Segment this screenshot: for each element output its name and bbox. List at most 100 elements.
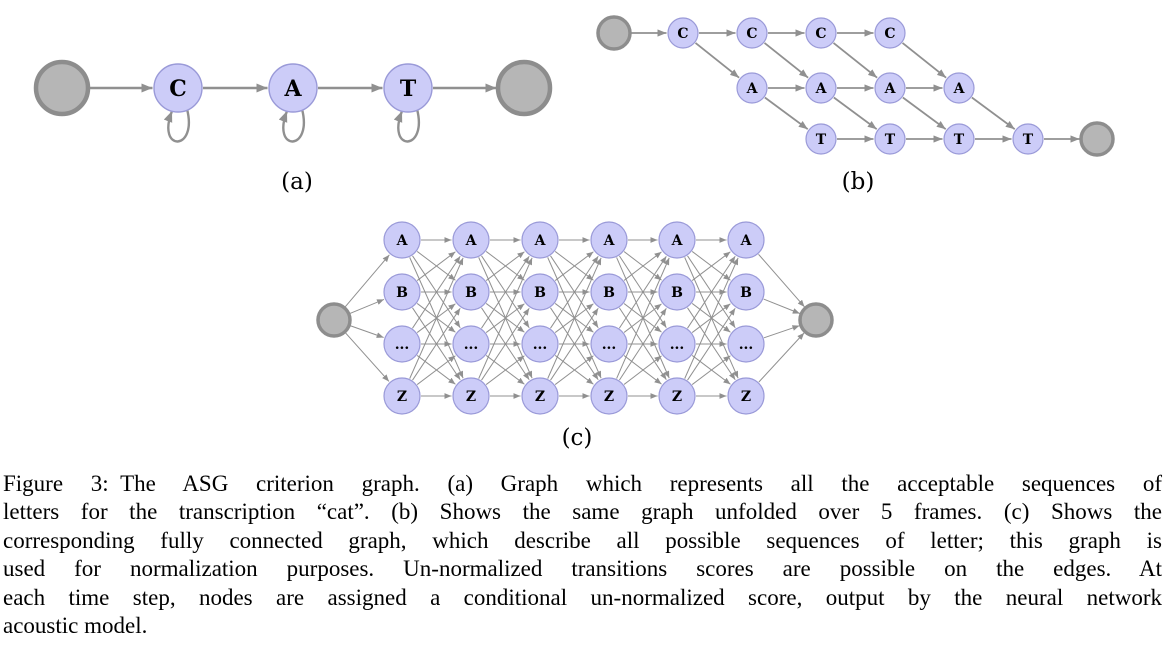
letter-node-A5: A xyxy=(658,221,696,259)
caption-line-5: each time step, nodes are assigned a con… xyxy=(3,584,1162,610)
graph-edge xyxy=(344,254,390,308)
node-label: ... xyxy=(670,337,685,353)
self-loop-edge xyxy=(163,108,190,143)
node-label: C xyxy=(677,26,688,42)
node-label: B xyxy=(534,285,546,301)
edge-layer-a xyxy=(89,83,497,143)
letter-node-B6: B xyxy=(727,273,765,311)
caption-line-4: used for normalization purposes. Un-norm… xyxy=(3,556,1162,582)
graph-edge xyxy=(623,355,662,385)
graph-edge xyxy=(758,332,805,383)
node-label: A xyxy=(283,76,302,102)
node-label: T xyxy=(885,132,896,148)
caption-line-3: corresponding fully connected graph, whi… xyxy=(3,527,1162,553)
caption-line-2: letters for the transcription “cat”. (b)… xyxy=(3,499,1162,525)
graph-edge xyxy=(618,308,667,381)
node-label: C xyxy=(169,76,187,102)
terminal-node xyxy=(495,59,553,117)
graph-edge xyxy=(547,257,602,379)
letter-node-D5: ... xyxy=(658,325,696,363)
graph-edge xyxy=(691,355,731,385)
graph-edge xyxy=(684,257,739,379)
self-loop-edge xyxy=(393,108,420,143)
letter-node-Z5: Z xyxy=(658,377,696,415)
graph-edge xyxy=(832,42,878,79)
graph-edge xyxy=(687,255,736,329)
node-label: B xyxy=(740,285,752,301)
terminal-node xyxy=(33,59,91,117)
terminal-node xyxy=(1079,121,1115,157)
letter-node-C3: C xyxy=(805,17,837,49)
letter-node-D2: ... xyxy=(452,325,490,363)
letter-node-A6: A xyxy=(727,221,765,259)
letter-node-B3: B xyxy=(521,273,559,311)
node-label: A xyxy=(603,233,616,249)
letter-node-A4: A xyxy=(590,221,628,259)
node-label: ... xyxy=(464,337,479,353)
node-label: Z xyxy=(672,389,682,405)
node-label: Z xyxy=(535,389,545,405)
graph-edge xyxy=(485,355,525,385)
node-label: A xyxy=(746,81,759,97)
letter-node-C: C xyxy=(153,63,203,113)
graph-edge xyxy=(901,42,947,79)
graph-edge xyxy=(481,255,530,329)
subfigure-a-label: (a) xyxy=(281,169,313,195)
subfigure-b-label: (b) xyxy=(842,169,875,195)
letter-node-A3: A xyxy=(874,72,906,104)
node-label: B xyxy=(603,285,615,301)
graph-edge xyxy=(691,251,731,281)
letter-node-A: A xyxy=(268,63,318,113)
node-label: A xyxy=(740,233,753,249)
letter-node-A2: A xyxy=(805,72,837,104)
letter-node-T: T xyxy=(383,63,433,113)
letter-node-Z4: Z xyxy=(590,377,628,415)
node-label: B xyxy=(465,285,477,301)
letter-node-D6: ... xyxy=(727,325,765,363)
caption-line-6: acoustic model. xyxy=(3,613,148,639)
node-label: Z xyxy=(741,389,751,405)
node-label: Z xyxy=(466,389,476,405)
letter-node-C4: C xyxy=(874,17,906,49)
graph-edge xyxy=(409,257,464,379)
node-label: C xyxy=(815,26,826,42)
letter-node-T1: T xyxy=(805,123,837,155)
graph-edge xyxy=(902,96,947,130)
letter-node-B4: B xyxy=(590,273,628,311)
graph-edge xyxy=(550,255,599,329)
letter-node-C1: C xyxy=(667,17,699,49)
edge-layer-b xyxy=(631,29,1080,143)
graph-edge xyxy=(618,256,667,329)
node-label: C xyxy=(884,26,895,42)
graph-edge xyxy=(763,325,800,339)
node-label: T xyxy=(1023,132,1034,148)
letter-node-A1: A xyxy=(383,221,421,259)
node-label: Z xyxy=(604,389,614,405)
subfigure-c-label: (c) xyxy=(562,425,593,451)
letter-node-A3: A xyxy=(521,221,559,259)
graph-edge xyxy=(416,355,456,385)
node-label: ... xyxy=(602,337,617,353)
letter-node-D4: ... xyxy=(590,325,628,363)
graph-edge xyxy=(412,255,461,329)
graph-edge xyxy=(687,307,736,381)
letter-node-T4: T xyxy=(1012,123,1044,155)
node-label: B xyxy=(671,285,683,301)
node-label: A xyxy=(953,81,966,97)
figure-caption: Figure 3: The ASG criterion graph. (a) G… xyxy=(3,470,1162,640)
node-label: ... xyxy=(739,337,754,353)
letter-node-B1: B xyxy=(383,273,421,311)
graph-edge xyxy=(478,257,533,379)
graph-edge xyxy=(412,307,461,381)
graph-edge xyxy=(763,298,800,314)
letter-node-T3: T xyxy=(943,123,975,155)
terminal-node xyxy=(596,15,632,51)
node-label: ... xyxy=(533,337,548,353)
letter-node-A1: A xyxy=(736,72,768,104)
node-label: B xyxy=(396,285,408,301)
node-label: C xyxy=(746,26,757,42)
